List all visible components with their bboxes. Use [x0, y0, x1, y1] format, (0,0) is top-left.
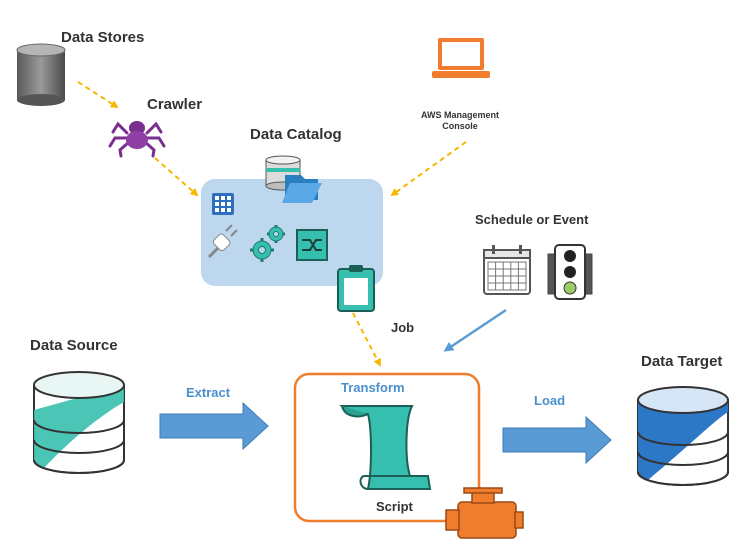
load-label: Load	[534, 393, 566, 408]
script-icon	[338, 405, 432, 490]
aws-console-label: AWS Management Console	[420, 110, 499, 131]
data-catalog-panel	[201, 179, 383, 286]
script-label: Script	[376, 499, 413, 514]
data-target-icon	[637, 386, 729, 486]
trigger-icon	[547, 244, 593, 300]
schedule-to-transform-arrow	[443, 308, 507, 352]
data-source-label: Data Source	[30, 337, 118, 354]
transform-icon	[296, 229, 328, 261]
schedule-event-label: Schedule or Event	[475, 212, 589, 227]
job-to-transform-arrow	[352, 312, 381, 367]
extract-arrow	[159, 401, 269, 451]
data-target-label: Data Target	[641, 353, 723, 370]
crawler-to-catalog-arrow	[154, 157, 199, 197]
load-arrow	[502, 415, 612, 465]
job-icon	[337, 265, 375, 312]
table-icon	[212, 193, 234, 215]
job-label: Job	[391, 320, 415, 335]
stores-to-crawler-arrow	[77, 81, 119, 109]
catalog-database-icon	[265, 155, 322, 203]
calendar-icon	[483, 245, 531, 295]
extract-label: Extract	[186, 385, 231, 400]
data-stores-label: Data Stores	[61, 29, 145, 46]
data-catalog-label: Data Catalog	[250, 126, 342, 143]
transform-label: Transform	[341, 380, 405, 395]
data-source-icon	[33, 371, 125, 474]
data-stores-icon	[16, 43, 66, 106]
crawler-icon	[108, 121, 166, 158]
crawler-label: Crawler	[147, 96, 203, 113]
classifier-icon	[250, 225, 285, 262]
console-to-catalog-arrow	[390, 141, 467, 197]
console-icon	[432, 38, 490, 78]
engine-icon	[445, 487, 524, 539]
connection-icon	[207, 224, 238, 259]
